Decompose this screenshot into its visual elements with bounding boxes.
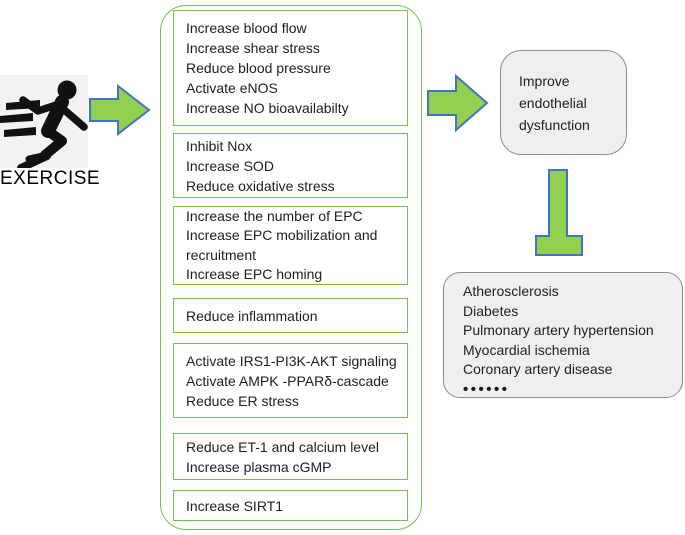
inhibition-t-arrow-icon (535, 169, 583, 256)
exercise-label: EXERCISE (0, 168, 101, 189)
mechanism-box-hemodynamics: Increase blood flow Increase shear stres… (173, 10, 408, 126)
disease-list: Atherosclerosis Diabetes Pulmonary arter… (463, 283, 654, 377)
right-arrow-icon (89, 84, 151, 136)
mechanism-text: Increase SIRT1 (186, 497, 284, 514)
mechanism-text: Reduce ET-1 and calcium level Increase p… (186, 438, 379, 475)
mechanism-text: Increase blood flow Increase shear stres… (186, 20, 349, 116)
outcome-text: Improve endothelial dysfunction (519, 72, 590, 133)
mechanism-text: Activate IRS1-PI3K-AKT signaling Activat… (186, 352, 397, 409)
ellipsis-dots: •••••• (463, 380, 510, 398)
runner-silhouette (0, 80, 88, 168)
mechanism-box-sirt1: Increase SIRT1 (173, 490, 408, 521)
mechanism-box-vasoactive: Reduce ET-1 and calcium level Increase p… (173, 433, 408, 480)
mechanism-box-oxidative-stress: Inhibit Nox Increase SOD Reduce oxidativ… (173, 133, 408, 198)
disease-box: Atherosclerosis Diabetes Pulmonary arter… (443, 272, 683, 398)
mechanism-box-signaling: Activate IRS1-PI3K-AKT signaling Activat… (173, 343, 408, 418)
running-person-icon (0, 75, 88, 168)
mechanism-text: Inhibit Nox Increase SOD Reduce oxidativ… (186, 137, 335, 194)
mechanism-box-inflammation: Reduce inflammation (173, 298, 408, 333)
outcome-box: Improve endothelial dysfunction (500, 50, 627, 155)
right-arrow-icon (427, 73, 489, 133)
mechanism-text: Reduce inflammation (186, 307, 318, 324)
mechanism-box-epc: Increase the number of EPC Increase EPC … (173, 206, 408, 285)
mechanism-text: Increase the number of EPC Increase EPC … (186, 207, 378, 283)
